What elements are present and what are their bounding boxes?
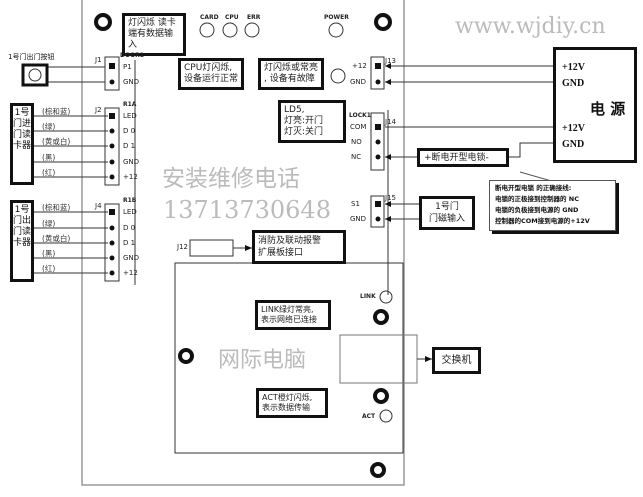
- ld5-callout: LD5,灯亮:开门灯灭:关门: [278, 100, 346, 143]
- wire-label: (绿): [42, 122, 56, 131]
- pin-led: LED: [123, 112, 137, 120]
- j14-label: J14: [385, 118, 396, 126]
- power-gnd-1: GND: [562, 78, 585, 89]
- j12-label: J12: [177, 243, 188, 251]
- pin-d0: D 0: [123, 127, 136, 135]
- err-callout: 灯闪烁或常亮, 设备有故障: [258, 58, 324, 90]
- electric-lock-box: +断电开型电锁-: [417, 148, 509, 167]
- pin-no: NO: [351, 138, 362, 146]
- power-gnd-2: GND: [562, 139, 585, 150]
- j2-label: J2: [95, 106, 102, 114]
- reader-in-box: 1号门进门读卡器: [10, 103, 34, 185]
- brand-watermark: 网际电脑: [218, 348, 307, 373]
- wire-label: (黄或白): [42, 137, 71, 146]
- pin-p1: P1: [123, 63, 132, 71]
- wire-label: (黑): [42, 153, 56, 162]
- j1-label: J1: [95, 56, 102, 64]
- pin-12v: +12: [123, 173, 138, 181]
- door1-label: DOOR1: [120, 52, 144, 59]
- pin-gnd: GND: [123, 78, 140, 86]
- cpu-led-label: CPU: [225, 14, 239, 21]
- wire-label: (红): [42, 168, 56, 177]
- card-callout: 灯闪烁 读卡端有数据输入: [122, 13, 186, 56]
- wire-label: (绿): [42, 219, 56, 228]
- link-led-label: LINK: [360, 293, 376, 300]
- switch-box: 交换机: [432, 347, 481, 374]
- power-12v-2: +12V: [562, 123, 585, 134]
- j13-label: J13: [385, 57, 396, 65]
- pin-gnd: GND: [350, 215, 367, 223]
- site-watermark: www.wjdiy.cn: [455, 14, 606, 39]
- pin-gnd: GND: [123, 158, 140, 166]
- act-callout: ACT橙灯闪烁,表示数据传输: [256, 388, 328, 418]
- power-title: 电 源: [590, 100, 626, 118]
- phone-label-watermark: 安装维修电话: [162, 166, 300, 192]
- wire-label: (黑): [42, 249, 56, 258]
- lock1-label: LOCK1: [349, 112, 371, 119]
- act-led-label: ACT: [362, 413, 376, 420]
- phone-watermark: 13713730648: [163, 196, 331, 224]
- door-sensor-box: 1号门门磁输入: [419, 196, 475, 230]
- r1a-label: R1A: [123, 101, 137, 108]
- pin-12v: +12: [352, 62, 367, 70]
- wire-label: (红): [42, 264, 56, 273]
- reader-out-box: 1号门出门读卡器: [10, 200, 34, 282]
- wire-label: (棕和蓝): [42, 107, 71, 116]
- r1b-label: R1B: [123, 197, 137, 204]
- power-led-label: POWER: [324, 14, 349, 21]
- pin-12v: +12: [123, 269, 138, 277]
- wire-label: (黄或白): [42, 234, 71, 243]
- cpu-callout: CPU灯闪烁,设备运行正常: [178, 58, 244, 90]
- power-supply-box: +12V GND 电 源 +12V GND: [553, 47, 637, 163]
- err-led-label: ERR: [247, 14, 261, 21]
- pin-com: COM: [350, 123, 367, 131]
- power-12v-1: +12V: [562, 62, 585, 73]
- pin-gnd: GND: [350, 78, 367, 86]
- pin-d1: D 1: [123, 142, 136, 150]
- pin-d1: D 1: [123, 239, 136, 247]
- j15-label: J15: [385, 194, 396, 202]
- card-led-label: CARD: [200, 14, 219, 21]
- wire-label: (棕和蓝): [42, 203, 71, 212]
- exit-button-label: 1号门出门按钮: [8, 53, 55, 61]
- pin-gnd: GND: [123, 254, 140, 262]
- link-callout: LINK绿灯常亮,表示网络已连接: [255, 300, 331, 330]
- alarm-expansion-box: 消防及联动报警扩展板接口: [252, 230, 346, 264]
- pin-d0: D 0: [123, 224, 136, 232]
- pin-nc: NC: [351, 153, 362, 161]
- pin-led: LED: [123, 208, 137, 216]
- pin-s1: S1: [351, 200, 360, 208]
- j4-label: J4: [95, 202, 102, 210]
